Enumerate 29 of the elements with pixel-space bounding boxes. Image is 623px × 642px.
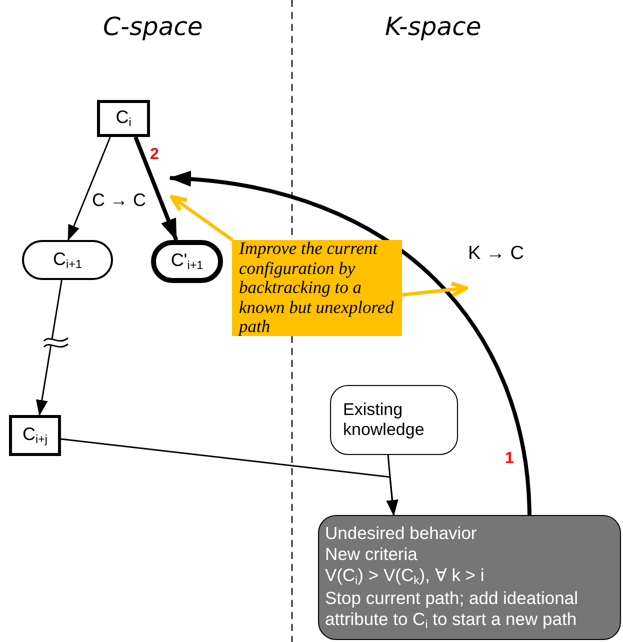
node-text: Improve the current configuration by backtracking to a known but unexplored path bbox=[239, 239, 395, 337]
arrow bbox=[386, 454, 398, 516]
state-pill bbox=[22, 240, 113, 280]
node-text: C$_{i+1}$ bbox=[53, 248, 82, 272]
column-heading: C-space bbox=[103, 12, 203, 41]
state-box bbox=[9, 415, 61, 456]
step-number: 2 bbox=[150, 146, 159, 164]
column-heading: K-space bbox=[385, 12, 482, 41]
node-text: Stop current path; add ideational attribute to C$_{i}$ to start a new path bbox=[325, 588, 579, 632]
transition-label: K → C bbox=[468, 243, 524, 265]
node-text: Existing knowledge bbox=[343, 400, 426, 440]
node-text: V(C$_{i}$) > V(C$_{k}$), ∀ k > i bbox=[325, 564, 484, 588]
state-box bbox=[97, 100, 150, 137]
pointer-arrow bbox=[402, 282, 468, 298]
node-text: New criteria bbox=[325, 544, 418, 565]
node-text: C$_{i}$ bbox=[116, 107, 132, 130]
transition-label: C → C bbox=[92, 190, 146, 211]
arrow bbox=[169, 172, 532, 516]
pointer-arrow bbox=[170, 195, 234, 242]
arrow bbox=[134, 136, 178, 241]
arrow bbox=[67, 136, 111, 241]
knowledge-box bbox=[330, 385, 458, 455]
node-text: C$_{i+j}$ bbox=[22, 424, 48, 447]
arrow bbox=[36, 280, 62, 416]
step-number: 1 bbox=[505, 450, 514, 468]
criteria-box bbox=[318, 515, 621, 640]
state-pill bbox=[151, 240, 223, 283]
node-text: Undesired behavior bbox=[325, 522, 477, 544]
node-text: C'$_{i+1}$ bbox=[170, 250, 204, 273]
